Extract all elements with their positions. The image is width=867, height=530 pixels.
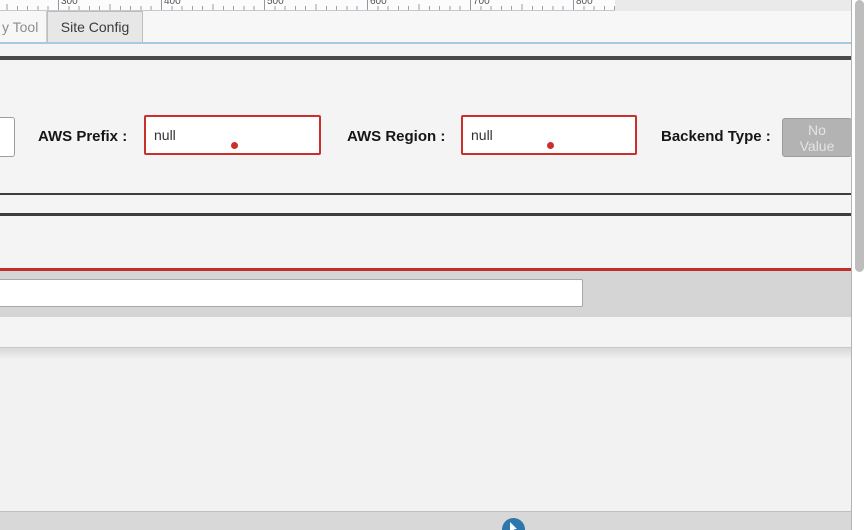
invalid-dot-icon	[547, 142, 554, 149]
footer-bar	[0, 511, 851, 530]
invalid-dot-icon	[231, 142, 238, 149]
ruler-mid-ticks	[0, 4, 615, 10]
tab-query-tool[interactable]: y Tool	[0, 11, 47, 42]
tab-underline	[0, 42, 851, 44]
horizontal-ruler: 300 400 500 600 700 800	[0, 0, 615, 11]
aws-prefix-label: AWS Prefix :	[38, 128, 128, 145]
ruler-major-tick: 600	[367, 0, 387, 10]
tab-query-tool-label: y Tool	[2, 18, 39, 35]
tab-site-config-label: Site Config	[60, 19, 130, 35]
ruler-label: 600	[370, 0, 387, 7]
lower-content-panel	[0, 348, 851, 511]
backend-type-label: Backend Type :	[661, 128, 771, 145]
vertical-scrollbar[interactable]	[851, 0, 867, 530]
section-divider-line	[0, 193, 851, 195]
ruler-label: 800	[576, 0, 593, 7]
ruler-label: 400	[164, 0, 181, 7]
ruler-label: 700	[473, 0, 490, 7]
ruler-major-tick: 700	[470, 0, 490, 10]
ruler-major-tick: 400	[161, 0, 181, 10]
left-partial-input[interactable]	[0, 117, 15, 157]
panel-divider-line	[0, 347, 851, 348]
panel-shadow	[0, 348, 851, 360]
red-divider-line	[0, 268, 851, 271]
ruler-major-tick: 300	[58, 0, 78, 10]
aws-region-input[interactable]	[471, 117, 591, 153]
aws-region-label: AWS Region :	[347, 128, 446, 145]
aws-prefix-input[interactable]	[154, 117, 274, 153]
scrollbar-thumb[interactable]	[855, 0, 864, 272]
ruler-major-tick: 500	[264, 0, 284, 10]
backend-type-value-button[interactable]: No Value	[782, 118, 852, 157]
input-band	[0, 271, 851, 317]
ruler-gap	[615, 0, 851, 11]
ruler-major-tick: 800	[573, 0, 593, 10]
cursor-icon	[510, 522, 517, 530]
tab-site-config[interactable]: Site Config	[47, 11, 143, 42]
aws-region-field-wrap	[461, 115, 637, 155]
section-divider-line	[0, 213, 851, 216]
ruler-label: 300	[61, 0, 78, 7]
header-divider	[0, 56, 851, 60]
footer-circle-button[interactable]	[502, 518, 525, 530]
aws-prefix-field-wrap	[144, 115, 321, 155]
wide-text-input[interactable]	[0, 279, 583, 307]
ruler-label: 500	[267, 0, 284, 7]
tab-bar: y Tool Site Config	[0, 11, 851, 42]
